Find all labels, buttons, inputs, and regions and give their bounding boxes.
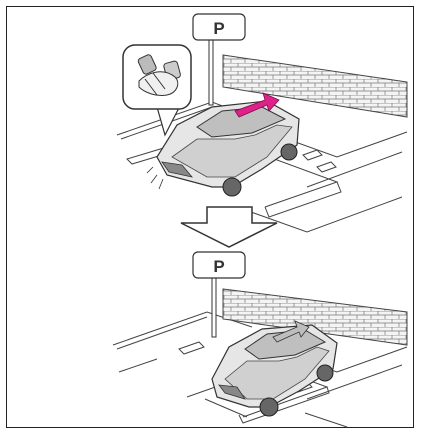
bottom-panel: P [113, 252, 407, 427]
parking-illustration: P [7, 7, 415, 429]
illustration-frame: P [6, 6, 414, 428]
down-arrow [181, 207, 277, 247]
parking-sign-label: P [213, 19, 224, 38]
parking-sign-label: P [213, 257, 224, 276]
top-panel: P [117, 14, 407, 232]
